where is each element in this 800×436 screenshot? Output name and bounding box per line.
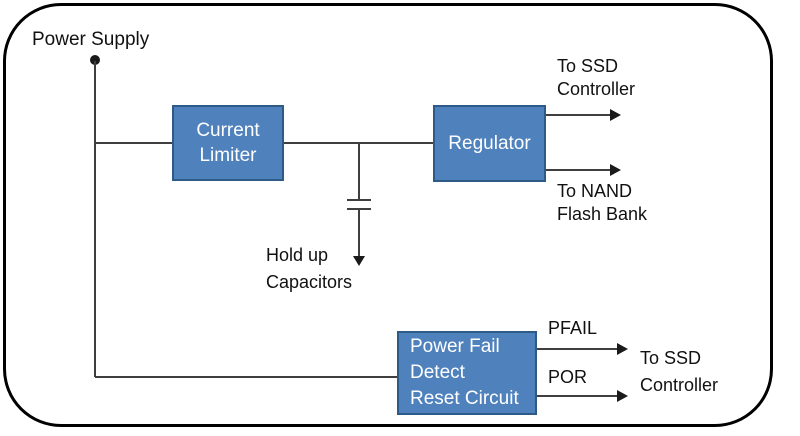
wire-bottom-horizontal — [95, 376, 398, 378]
to-ssd-controller-top-line1: To SSD — [557, 56, 619, 76]
hold-up-capacitors-line1: Hold up — [266, 245, 329, 265]
current-limiter-block: Current Limiter — [172, 105, 284, 181]
wire-pfail — [537, 348, 617, 350]
power-supply-label: Power Supply — [32, 29, 150, 50]
power-fail-detect-reset-block: Power Fail Detect Reset Circuit — [397, 331, 537, 415]
power-fail-label-line3: Reset Circuit — [410, 388, 519, 409]
wire-por — [537, 395, 617, 397]
capacitor-plate-top-icon — [347, 199, 371, 201]
current-limiter-label-line2: Limiter — [199, 145, 257, 166]
regulator-label: Regulator — [448, 133, 531, 154]
wire-regulator-to-nand — [546, 169, 610, 171]
to-ssd-controller-bottom-line1: To SSD — [640, 348, 702, 368]
por-label: POR — [548, 367, 588, 387]
capacitor-plate-bottom-icon — [347, 208, 371, 210]
to-nand-flash-bank-line1: To NAND — [557, 181, 633, 201]
arrowhead-down-capacitors-icon — [353, 256, 365, 266]
power-fail-label-line1: Power Fail — [410, 336, 500, 357]
wire-supply-vertical — [94, 61, 96, 377]
hold-up-capacitors-label: Hold up Capacitors — [266, 242, 352, 296]
pfail-label: PFAIL — [548, 318, 598, 338]
to-ssd-controller-bottom-line2: Controller — [640, 375, 719, 395]
arrowhead-right-nand-icon — [610, 164, 621, 176]
to-nand-flash-bank-line2: Flash Bank — [557, 204, 648, 224]
capacitor-stem-bottom — [358, 210, 360, 256]
wire-regulator-to-ssd — [546, 114, 610, 116]
capacitor-stem-top — [358, 144, 360, 199]
current-limiter-label-line1: Current — [196, 120, 260, 141]
power-supply-node-icon — [90, 55, 100, 65]
arrowhead-right-por-icon — [617, 390, 628, 402]
to-ssd-controller-bottom-label: To SSD Controller — [640, 345, 718, 399]
to-ssd-controller-top-label: To SSD Controller — [557, 55, 635, 101]
arrowhead-right-ssd-icon — [610, 109, 621, 121]
power-fail-label-line2: Detect — [410, 362, 465, 383]
to-nand-flash-bank-label: To NAND Flash Bank — [557, 180, 647, 226]
arrowhead-right-pfail-icon — [617, 343, 628, 355]
to-ssd-controller-top-line2: Controller — [557, 79, 636, 99]
hold-up-capacitors-line2: Capacitors — [266, 272, 353, 292]
diagram-border — [3, 3, 773, 427]
regulator-block: Regulator — [433, 105, 546, 182]
